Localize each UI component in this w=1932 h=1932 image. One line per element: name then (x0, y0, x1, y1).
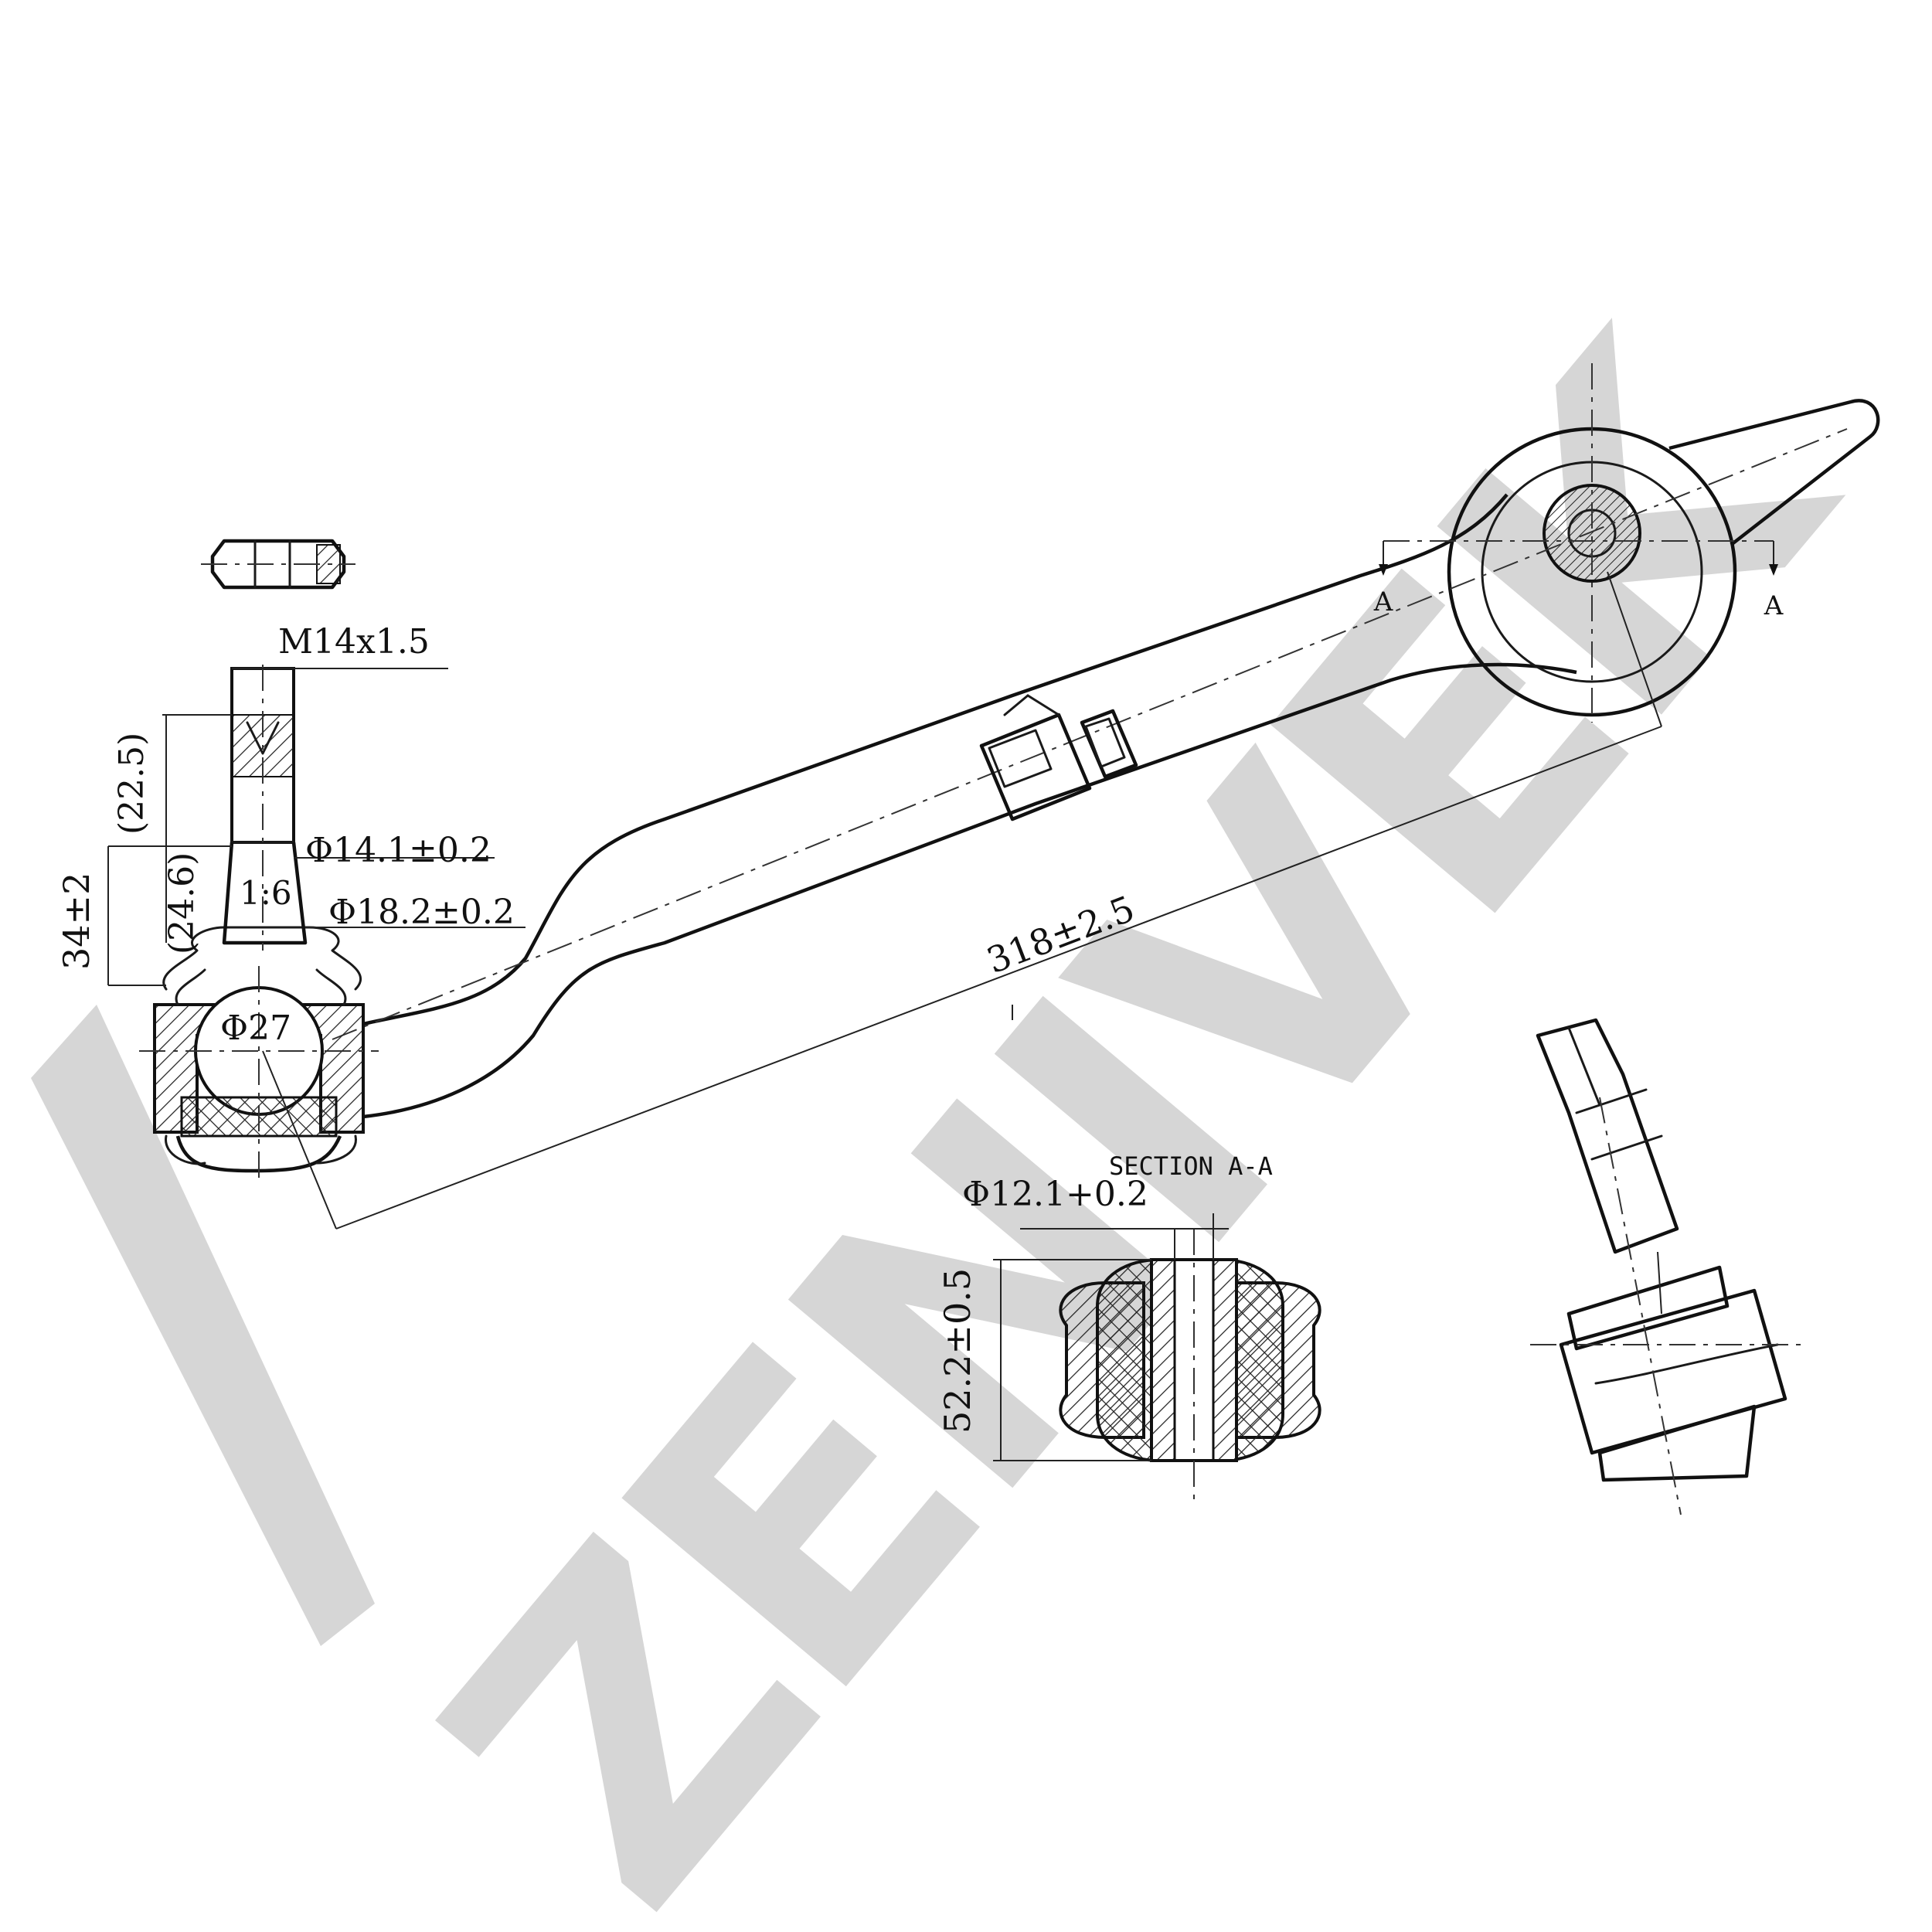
stud-length-label: (24.6) (162, 852, 202, 954)
stud-height-label: 34±2 (56, 872, 97, 970)
isometric-ball-joint (1530, 1018, 1801, 1515)
arm-center-line (332, 428, 1848, 1040)
taper-label: 1:6 (240, 874, 292, 912)
dimension-lines (107, 571, 1662, 1230)
control-arm-main-view: A A (56, 363, 1880, 1230)
arm-upper-edge (362, 493, 1509, 1026)
thread-label: M14x1.5 (278, 622, 430, 662)
ball-joint-housing (139, 926, 379, 1182)
section-title: SECTION A-A (1109, 1151, 1273, 1181)
bushing-eye-knurl (1543, 484, 1641, 583)
watermark-text: ZENIVEK (359, 253, 1920, 1932)
arm-tip (1668, 399, 1880, 546)
dia-large-label: Φ18.2±0.2 (328, 893, 515, 932)
mid-clamp-block (979, 694, 1138, 821)
ball-dia-label: Φ27 (220, 1009, 291, 1048)
section-marker-left: A (1373, 587, 1393, 617)
housing-cap (175, 1135, 342, 1173)
bushing-width-label: 52.2±0.5 (937, 1268, 978, 1434)
ball-stud (222, 665, 308, 951)
section-a-a-view: SECTION A-A Φ12.1+0.2 52.2±0.5 (937, 1151, 1321, 1507)
bushing-bore-label: Φ12.1+0.2 (962, 1175, 1148, 1214)
castle-nut (201, 539, 355, 590)
dia-small-label: Φ14.1±0.2 (305, 831, 492, 870)
section-marker-right: A (1764, 590, 1784, 621)
arm-lower-edge (362, 662, 1577, 1119)
thread-length-label: (22.5) (112, 733, 151, 835)
